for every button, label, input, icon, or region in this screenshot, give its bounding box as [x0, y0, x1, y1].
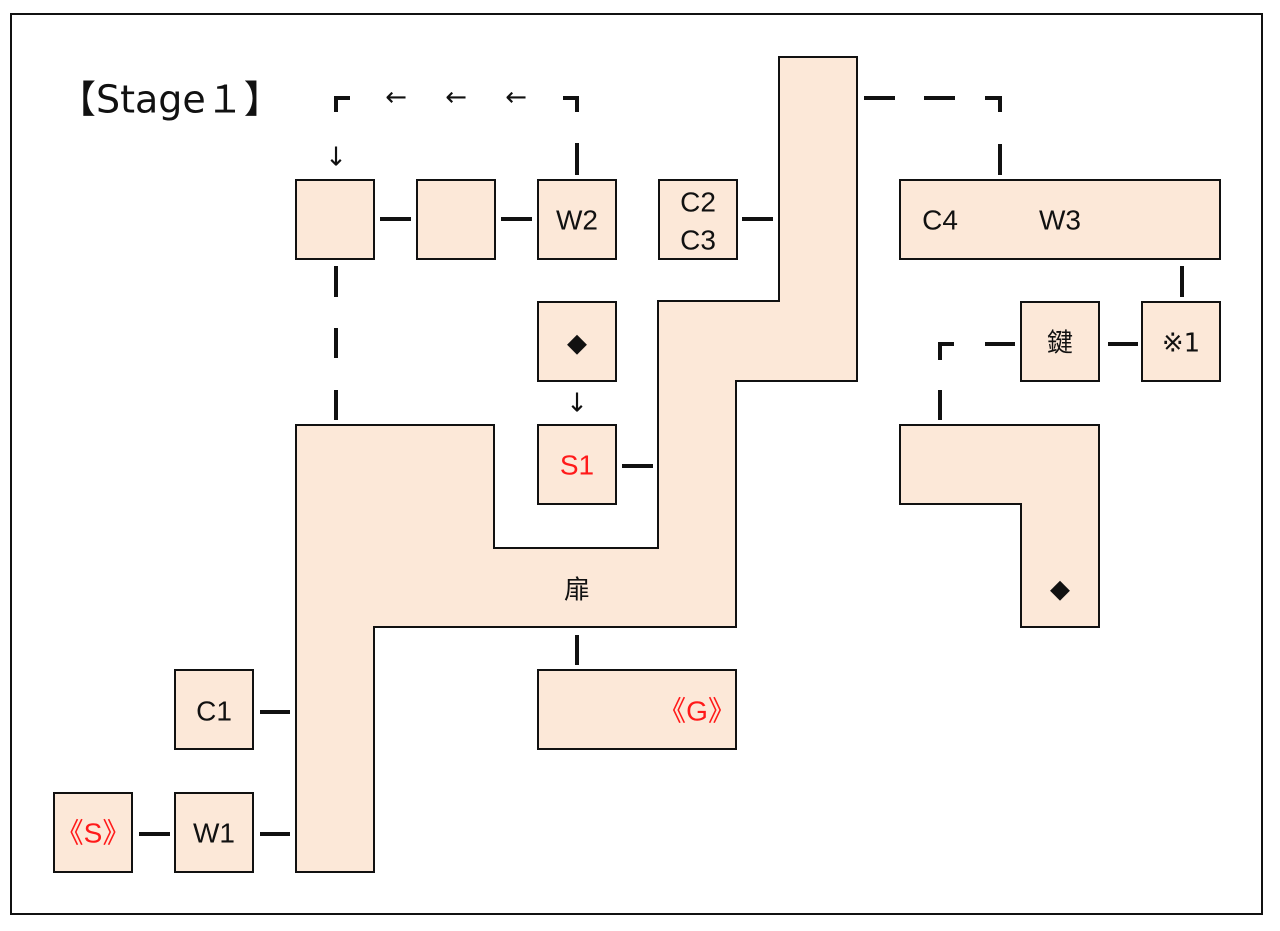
room-goal[interactable]: [537, 669, 737, 750]
room-c1-label: C1: [196, 695, 232, 726]
room-c3-label: C3: [680, 224, 716, 255]
room-key[interactable]: [1020, 301, 1100, 382]
corner-key-l: [938, 342, 954, 360]
stage-title: 【Stage１】: [58, 78, 282, 122]
corner-w3: [985, 96, 1002, 112]
room-start[interactable]: [53, 792, 133, 873]
corner-top-right: [563, 96, 579, 112]
room-w2[interactable]: [537, 179, 617, 260]
room-w1-label: W1: [193, 817, 235, 848]
room-diamond[interactable]: [537, 301, 617, 382]
arrow-down-icon: ↓: [566, 389, 588, 419]
room-l-shape[interactable]: [899, 424, 1100, 628]
room-door-hall[interactable]: [295, 56, 858, 873]
room-blank-b[interactable]: [416, 179, 496, 260]
room-goal-label: 《G》: [658, 695, 736, 726]
diamond-icon: ◆: [567, 329, 587, 359]
room-w3-label: W3: [1039, 204, 1081, 235]
room-w2-label: W2: [556, 204, 598, 235]
room-c1[interactable]: [174, 669, 254, 750]
room-w1[interactable]: [174, 792, 254, 873]
connectors: [139, 96, 1184, 836]
arrow-left-icon: ←: [505, 83, 527, 113]
arrow-left-icon: ←: [445, 83, 467, 113]
room-blank-a[interactable]: [295, 179, 375, 260]
room-c4-label: C4: [922, 204, 958, 235]
corner-top-left: [334, 96, 350, 112]
rooms: 扉 W2 C2 C3 ◆ S1 《G》 C1 W1 《S》 C4 W3 鍵 ※1…: [53, 56, 1221, 873]
room-start-label: 《S》: [56, 817, 131, 848]
room-door-hall-label: 扉: [564, 576, 590, 606]
arrow-down-icon: ↓: [325, 143, 347, 173]
room-c4-w3[interactable]: [899, 179, 1221, 260]
room-s1-label: S1: [560, 449, 594, 480]
room-c2-label: C2: [680, 186, 716, 217]
room-c2-c3[interactable]: [658, 179, 738, 260]
room-s1[interactable]: [537, 424, 617, 505]
room-note1-label: ※1: [1162, 329, 1200, 359]
map-frame: [10, 13, 1263, 915]
diamond-icon: ◆: [1050, 575, 1070, 605]
arrow-left-icon: ←: [385, 83, 407, 113]
room-key-label: 鍵: [1047, 329, 1073, 359]
room-note1[interactable]: [1141, 301, 1221, 382]
